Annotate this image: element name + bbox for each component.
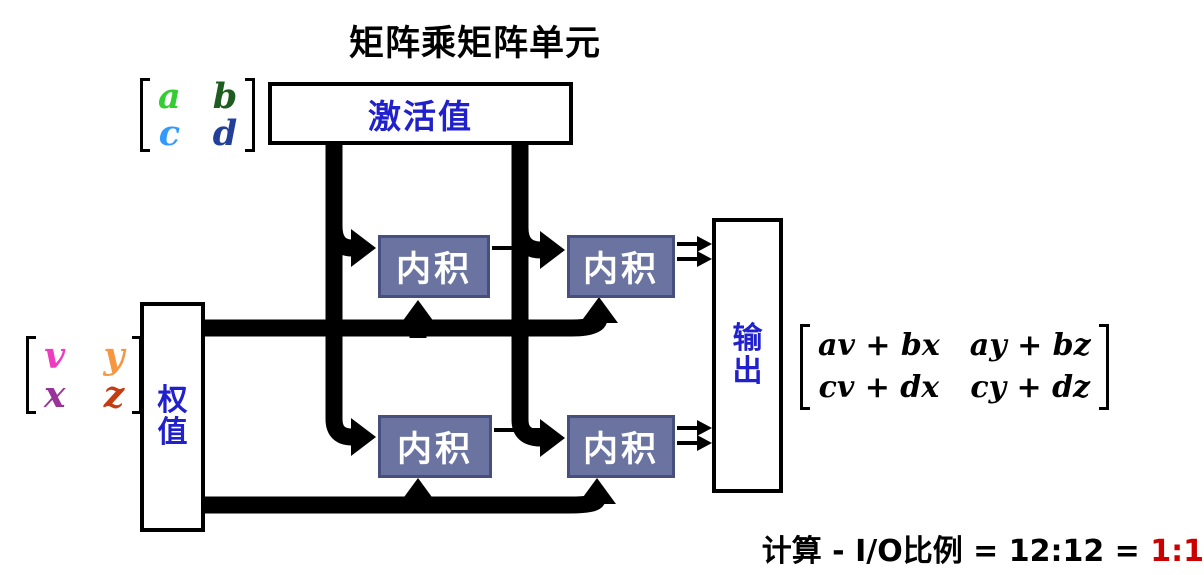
diagram-title: 矩阵乘矩阵单元 (348, 24, 601, 64)
inner-product-label: 内积 (582, 250, 659, 290)
matrix-bracket-right (245, 78, 256, 152)
matrix-cell-y: y (103, 334, 125, 377)
matrix-cell-z: z (103, 373, 125, 416)
matrix-cell-cvdx: cv + dx (818, 370, 940, 406)
arrowhead-into-ip-bottom-right (540, 419, 565, 457)
matrix-bracket-left (140, 78, 150, 152)
inner-product-box-top-right: 内积 (567, 235, 675, 298)
inner-product-label: 内积 (395, 250, 472, 290)
inner-product-label: 内积 (582, 430, 659, 470)
output-box: 输出 (712, 218, 783, 493)
arrowhead-output-bottom-1 (697, 420, 712, 436)
arrowhead-output-top-2 (697, 251, 712, 267)
compute-io-ratio-caption: 计算 - I/O比例 = 12:12 = 1:1 (762, 526, 1204, 570)
matrix-bracket-left (26, 336, 36, 414)
inner-product-label: 内积 (396, 430, 473, 470)
activation-right-branch-line (511, 227, 542, 259)
output-result-matrix: av + bx ay + bz cv + dx cy + dz (800, 324, 1109, 410)
matrix-cell-d: d (212, 113, 238, 154)
activation-right-feed-line (511, 144, 542, 447)
arrowhead-up-ip-bottom-right (578, 478, 616, 504)
matrix-cell-x: x (44, 373, 66, 416)
arrowhead-output-bottom-2 (697, 435, 712, 451)
caption-ratio-highlight: 1:1 (1150, 534, 1204, 569)
inner-product-box-bottom-right: 内积 (567, 415, 675, 478)
activation-label: 激活值 (368, 96, 473, 136)
arrowhead-into-ip-bottom-left (351, 418, 376, 456)
matrix-cell-cydz: cy + dz (970, 370, 1091, 406)
weights-label: 权值 (157, 382, 188, 450)
activation-box: 激活值 (268, 82, 573, 145)
matrix-cell-avbx: av + bx (818, 328, 940, 364)
arrowhead-into-ip-top-right (540, 231, 565, 269)
inner-product-box-top-left: 内积 (378, 235, 490, 298)
weight-matrix: v y x z (26, 334, 143, 416)
matrix-cell-b: b (212, 76, 238, 117)
matrix-cell-v: v (44, 334, 66, 377)
arrowhead-up-ip-top-left (399, 300, 437, 326)
matrix-cell-aybz: ay + bz (969, 328, 1091, 364)
inner-product-box-bottom-left: 内积 (378, 415, 492, 478)
arrowhead-into-ip-top-left (351, 229, 376, 267)
matrix-cell-c: c (158, 113, 180, 154)
output-label: 输出 (732, 321, 763, 389)
matrix-cell-a: a (158, 76, 181, 117)
weights-box: 权值 (140, 302, 205, 532)
matrix-bracket-right (132, 336, 143, 414)
arrowhead-up-ip-bottom-left (399, 478, 437, 504)
matrix-bracket-left (800, 324, 810, 410)
arrowhead-output-top-1 (697, 236, 712, 252)
caption-text: 计算 - I/O比例 = 12:12 = (761, 534, 1151, 569)
activation-left-feed-line (325, 144, 353, 446)
matrix-bracket-right (1098, 324, 1109, 410)
arrowhead-up-ip-top-right (580, 297, 618, 323)
activation-matrix: a b c d (140, 76, 256, 154)
activation-left-branch-line (325, 225, 353, 257)
